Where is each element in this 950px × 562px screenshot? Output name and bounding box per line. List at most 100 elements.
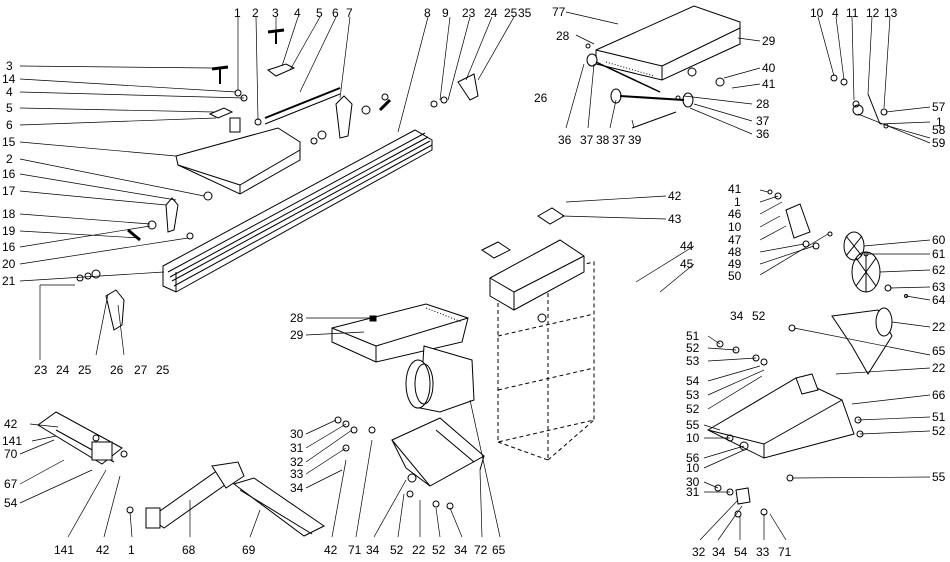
callout: 7 — [346, 6, 353, 20]
callout: 16 — [2, 167, 16, 181]
handle-19 — [127, 98, 392, 242]
callout: 13 — [884, 6, 898, 20]
callout: 71 — [348, 543, 362, 557]
callout: 56 — [686, 451, 700, 465]
dust-hood-65 — [405, 345, 475, 413]
callout: 31 — [686, 485, 700, 499]
callout: 1 — [128, 543, 135, 557]
callout: 33 — [756, 545, 770, 559]
callout: 15 — [2, 135, 16, 149]
extension-arm-68 — [145, 461, 245, 529]
callout: 52 — [932, 424, 946, 438]
callout: 77 — [552, 5, 566, 19]
callout: 23 — [34, 363, 48, 377]
plate-5 — [208, 63, 296, 119]
knob-3-top — [267, 28, 285, 44]
callout: 22 — [412, 543, 426, 557]
callout: 62 — [932, 263, 946, 277]
fence-bracket — [175, 117, 301, 195]
callout: 6 — [332, 6, 339, 20]
callout: 10 — [686, 461, 700, 475]
support-arm-67 — [37, 411, 128, 465]
rod — [264, 87, 341, 125]
handwheel-62 — [851, 251, 908, 298]
callout: 14 — [2, 72, 16, 86]
callout: 32 — [692, 545, 706, 559]
callout: 1 — [234, 6, 241, 20]
callout: 36 — [756, 127, 770, 141]
callout: 50 — [728, 269, 742, 283]
table-29 — [331, 303, 469, 363]
fasteners-right — [714, 324, 864, 518]
callout: 54 — [734, 545, 748, 559]
callout: 41 — [728, 182, 742, 196]
callout: 2 — [6, 152, 13, 166]
callout: 27 — [134, 363, 148, 377]
callout: 35 — [518, 6, 532, 20]
callout: 38 — [596, 133, 610, 147]
callout: 4 — [294, 6, 301, 20]
knob-3 — [211, 65, 229, 84]
callout: 53 — [686, 388, 700, 402]
callout: 52 — [432, 543, 446, 557]
fence-rail — [162, 129, 433, 293]
callout: 10 — [686, 431, 700, 445]
callout: 41 — [762, 77, 776, 91]
callout: 52 — [390, 543, 404, 557]
callout: 17 — [2, 184, 16, 198]
chute-66 — [706, 373, 855, 459]
callout: 29 — [290, 328, 304, 342]
callout: 28 — [756, 97, 770, 111]
callout: 52 — [686, 402, 700, 416]
callout: 39 — [628, 133, 642, 147]
callout: 51 — [932, 410, 946, 424]
callout: 19 — [2, 224, 16, 238]
callout: 23 — [462, 6, 476, 20]
callout: 53 — [686, 354, 700, 368]
roller-69 — [126, 477, 325, 537]
carriage-frame — [481, 207, 585, 323]
callout: 72 — [474, 543, 488, 557]
callout: 57 — [932, 100, 946, 114]
callout: 46 — [728, 207, 742, 221]
callout: 1 — [936, 115, 943, 129]
callout: 59 — [932, 136, 946, 150]
planer-table-29 — [586, 5, 741, 93]
callout: 43 — [668, 212, 682, 226]
callout: 141 — [2, 434, 22, 448]
leader-lines — [19, 11, 931, 541]
callout: 20 — [2, 257, 16, 271]
callout: 60 — [932, 233, 946, 247]
callout: 52 — [752, 309, 766, 323]
callout: 52 — [686, 341, 700, 355]
callout: 6 — [6, 118, 13, 132]
callout: 65 — [932, 344, 946, 358]
callout: 25 — [504, 6, 518, 20]
callout: 45 — [680, 257, 694, 271]
callout: 42 — [4, 417, 18, 431]
callout: 37 — [580, 133, 594, 147]
callout: 3 — [272, 6, 279, 20]
callouts: 1 2 3 4 5 6 7 8 9 23 24 25 35 3 14 4 5 6… — [2, 5, 946, 559]
callout: 48 — [728, 245, 742, 259]
lever-7 — [165, 95, 353, 233]
callout: 30 — [686, 475, 700, 489]
callout: 22 — [932, 361, 946, 375]
callout: 51 — [686, 329, 700, 343]
callout: 66 — [932, 388, 946, 402]
callout: 32 — [290, 455, 304, 469]
callout: 4 — [832, 6, 839, 20]
callout: 42 — [668, 189, 682, 203]
callout: 28 — [290, 311, 304, 325]
callout: 30 — [290, 427, 304, 441]
callout: 37 — [612, 133, 626, 147]
callout: 69 — [242, 543, 256, 557]
callout: 28 — [556, 29, 570, 43]
callout: 22 — [932, 320, 946, 334]
callout: 25 — [156, 363, 170, 377]
hardware-57-59 — [830, 74, 889, 129]
callout: 68 — [182, 543, 196, 557]
callout: 44 — [680, 239, 694, 253]
callout: 3 — [6, 59, 13, 73]
